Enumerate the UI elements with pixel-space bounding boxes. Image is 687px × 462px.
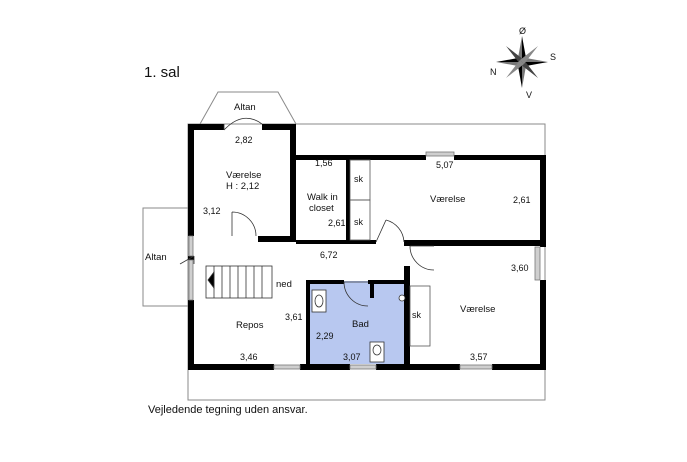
label-vaerelse-1-height: H : 2,12 bbox=[226, 181, 259, 192]
dim-5-07: 5,07 bbox=[436, 160, 454, 170]
compass-rose-icon: Ø N S V bbox=[490, 26, 556, 100]
dim-3-57: 3,57 bbox=[470, 352, 488, 362]
label-vaerelse-3: Værelse bbox=[460, 304, 495, 315]
dim-3-46: 3,46 bbox=[240, 352, 258, 362]
walls bbox=[188, 124, 546, 370]
label-sk-1: sk bbox=[354, 174, 364, 184]
roof-outline bbox=[142, 91, 546, 401]
dim-2-61-a: 2,61 bbox=[328, 218, 346, 228]
stairs bbox=[205, 265, 273, 299]
label-sk-3: sk bbox=[412, 310, 422, 320]
label-altan-top: Altan bbox=[234, 102, 256, 113]
disclaimer-text: Vejledende tegning uden ansvar. bbox=[148, 404, 308, 416]
dim-3-07: 3,07 bbox=[343, 352, 361, 362]
compass-e: S bbox=[550, 52, 556, 62]
compass-w: N bbox=[490, 67, 497, 77]
label-ned: ned bbox=[276, 279, 292, 290]
dim-3-61: 3,61 bbox=[285, 312, 303, 322]
compass-n: Ø bbox=[519, 26, 526, 36]
label-altan-left: Altan bbox=[145, 252, 167, 263]
dim-2-61-b: 2,61 bbox=[513, 195, 531, 205]
dim-2-29: 2,29 bbox=[316, 331, 334, 341]
dim-2-82: 2,82 bbox=[235, 135, 253, 145]
compass-s: V bbox=[526, 90, 532, 100]
label-walk-in-1: Walk in bbox=[307, 192, 338, 203]
dim-3-12: 3,12 bbox=[203, 206, 221, 216]
dim-1-56: 1,56 bbox=[315, 158, 333, 168]
closets bbox=[349, 159, 431, 347]
dim-3-60: 3,60 bbox=[511, 263, 529, 273]
windows bbox=[188, 151, 541, 370]
label-repos: Repos bbox=[236, 320, 264, 331]
label-vaerelse-2: Værelse bbox=[430, 194, 465, 205]
door-swings bbox=[179, 117, 435, 307]
label-walk-in-2: closet bbox=[309, 203, 334, 214]
floor-title: 1. sal bbox=[144, 64, 180, 81]
label-bad: Bad bbox=[352, 319, 369, 330]
bathroom-fixtures bbox=[311, 289, 406, 363]
dim-6-72: 6,72 bbox=[320, 250, 338, 260]
label-vaerelse-1: Værelse bbox=[226, 170, 261, 181]
label-sk-2: sk bbox=[354, 217, 364, 227]
